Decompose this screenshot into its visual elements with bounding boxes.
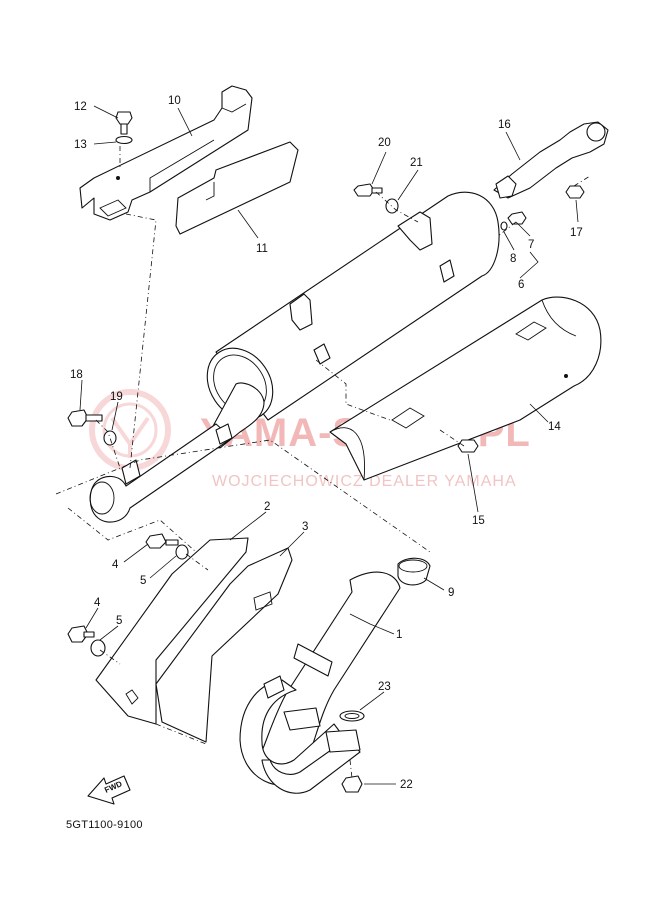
callout-13: 13 <box>74 139 87 151</box>
part-10-bracket <box>79 85 253 221</box>
callout-1: 1 <box>396 629 402 641</box>
callout-4-upper: 4 <box>112 559 119 571</box>
part-13-washer <box>115 135 133 145</box>
leader-lines <box>79 105 579 785</box>
callout-10: 10 <box>168 95 181 107</box>
part-9-gasket <box>397 557 431 586</box>
callout-12: 12 <box>74 101 87 113</box>
callout-18: 18 <box>70 369 83 381</box>
part-6-muffler <box>206 191 500 449</box>
part-3-protector <box>155 547 293 743</box>
callout-20: 20 <box>378 137 391 149</box>
part-4-bolt-lower <box>67 625 95 643</box>
callout-8: 8 <box>510 253 516 265</box>
part-14-heat-shield <box>329 296 602 481</box>
callout-15: 15 <box>472 515 485 527</box>
part-21-washer <box>385 198 399 214</box>
callout-19: 19 <box>110 391 123 403</box>
callout-11: 11 <box>256 243 268 255</box>
part-2-protector <box>95 537 249 725</box>
callout-2: 2 <box>264 501 270 513</box>
callout-5-lower: 5 <box>116 615 122 627</box>
callout-3: 3 <box>302 521 308 533</box>
callout-23: 23 <box>378 681 391 693</box>
front-clamp-pipe <box>89 423 233 523</box>
watermark-sub-text: WOJCIECHOWICZ DEALER YAMAHA <box>212 473 517 490</box>
part-8-washer <box>500 221 508 231</box>
callout-14: 14 <box>548 421 561 433</box>
part-5-washer-upper <box>175 544 189 560</box>
part-18-bolt <box>67 409 103 427</box>
callout-17: 17 <box>570 227 583 239</box>
callout-4-lower: 4 <box>94 597 101 609</box>
callout-6: 6 <box>518 279 524 291</box>
callout-7: 7 <box>528 239 534 251</box>
part-12-bolt <box>115 111 133 135</box>
part-17-nut <box>565 185 585 199</box>
part-19-washer <box>103 430 117 446</box>
callout-labels: 12 13 10 11 20 21 16 17 7 8 6 18 19 14 1… <box>70 95 583 791</box>
part-15-bolt <box>457 439 479 453</box>
part-4-bolt-upper <box>145 533 179 549</box>
callout-9: 9 <box>448 587 454 599</box>
part-7-nut <box>507 211 527 225</box>
part-1-exhaust-pipe <box>239 571 401 794</box>
watermark-logo-icon <box>89 389 171 471</box>
callout-21: 21 <box>410 157 423 169</box>
part-code: 5GT1100-9100 <box>66 819 143 831</box>
part-22-nut <box>341 775 363 793</box>
part-23-gasket <box>339 710 365 722</box>
part-16-tail-pipe <box>493 121 609 199</box>
callout-5-upper: 5 <box>140 575 146 587</box>
part-11-plate <box>175 141 299 235</box>
part-20-bolt <box>353 183 383 197</box>
callout-16: 16 <box>498 119 511 131</box>
assembly-lines <box>55 146 591 779</box>
callout-22: 22 <box>400 779 413 791</box>
part-5-washer-lower <box>90 639 106 657</box>
fwd-arrow-icon: FWD <box>87 775 131 805</box>
